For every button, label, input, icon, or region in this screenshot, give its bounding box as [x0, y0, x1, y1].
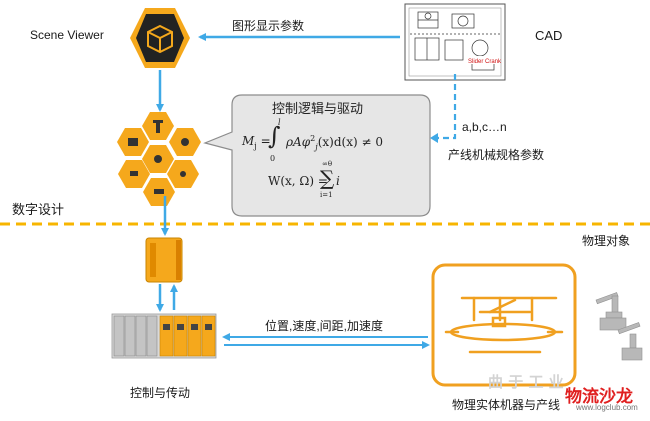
- integral-sign: ∫: [268, 122, 281, 150]
- sum-upper: ∞θ: [322, 160, 333, 168]
- scene-viewer-label: Scene Viewer: [30, 28, 104, 42]
- plc-module-icon: [145, 237, 183, 283]
- cube-icon: [147, 24, 173, 54]
- physical-machine-icon: [431, 263, 577, 387]
- sum-lower: i=1: [320, 191, 333, 199]
- cad-label: CAD: [535, 28, 563, 43]
- formula2-lhs: W(x, Ω) =: [268, 174, 328, 188]
- formula-work-sum: W(x, Ω) = ∞θ ∑ i=1 i: [268, 160, 388, 204]
- formula1-rhs: ρAφ: [286, 135, 311, 149]
- cad-drawing-thumbnail: [404, 3, 506, 81]
- graphic-params-label: 图形显示参数: [232, 19, 305, 33]
- cad-drawing-caption: Slider Crank: [468, 59, 502, 65]
- formula1-lhs: M: [242, 134, 255, 148]
- watermark-ghost: 曲 于 工 业: [488, 373, 564, 391]
- drive-rack-icon: [111, 313, 217, 359]
- abc-label: a,b,c…n: [462, 120, 507, 134]
- control-gear-cluster-icon: [117, 112, 201, 206]
- line-spec-params-label: 产线机械规格参数: [448, 148, 545, 162]
- integral-lower: 0: [270, 154, 276, 163]
- control-drive-label: 控制与传动: [130, 386, 191, 400]
- formula-modal-mass: Mj = ∫ l 0 ρAφ2j(x)d(x) ≠ 0: [242, 118, 383, 163]
- callout-title: 控制逻辑与驱动: [272, 101, 364, 116]
- digital-design-label: 数字设计: [12, 202, 65, 217]
- physical-objects-label: 物理对象: [582, 234, 631, 248]
- sum-term: i: [336, 174, 340, 188]
- arrow-cad-spec-to-logic: [430, 74, 457, 143]
- position-speed-label: 位置,速度,间距,加速度: [265, 319, 384, 333]
- scene-viewer-hexagon-icon: [130, 8, 190, 68]
- formula1-tail: (x)d(x) ≠ 0: [317, 135, 383, 149]
- physical-machine-label: 物理实体机器与产线: [452, 398, 561, 412]
- control-logic-callout: [203, 94, 431, 217]
- watermark-logo-text: 物流沙龙: [565, 387, 633, 406]
- formula1-sub: j: [254, 141, 257, 151]
- sum-sign: ∑: [320, 166, 335, 190]
- robot-arms-icon: [595, 292, 643, 361]
- formula1-eq: =: [260, 134, 271, 148]
- integral-upper: l: [278, 118, 281, 127]
- watermark-url: www.logclub.com: [576, 403, 638, 412]
